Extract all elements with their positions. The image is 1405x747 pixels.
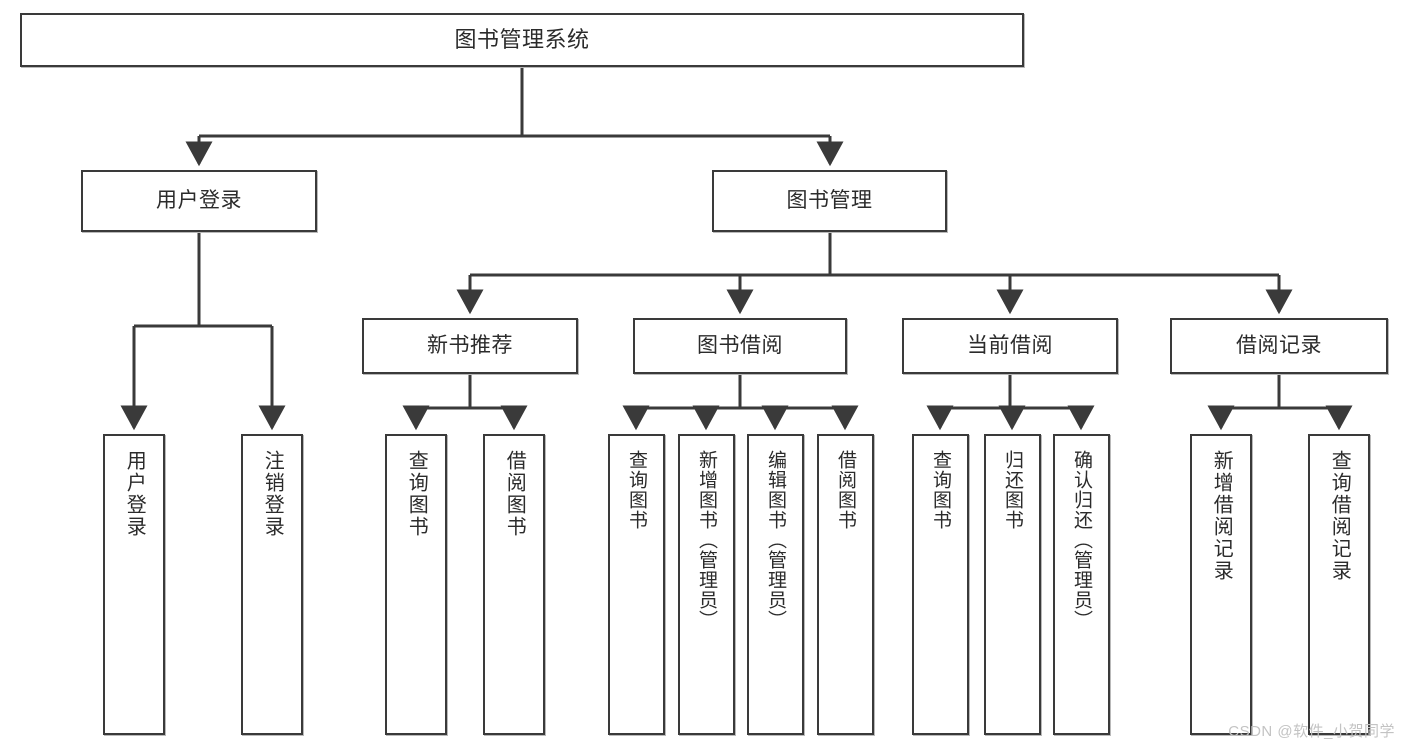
node-label: 借阅记录 <box>1236 333 1322 357</box>
node-label: 当前借阅 <box>967 333 1053 357</box>
node-leaf-edit-book[interactable]: 编辑图书（管理员） <box>747 434 804 735</box>
node-leaf-query-book-current[interactable]: 查询图书 <box>912 434 969 735</box>
node-label: 用户登录 <box>123 450 146 538</box>
node-leaf-query-book-borrow[interactable]: 查询图书 <box>608 434 665 735</box>
node-root[interactable]: 图书管理系统 <box>20 13 1024 67</box>
node-label: 用户登录 <box>156 188 242 212</box>
node-user-login[interactable]: 用户登录 <box>81 170 317 232</box>
node-label: 借阅图书 <box>835 450 857 530</box>
node-leaf-query-book-new[interactable]: 查询图书 <box>385 434 447 735</box>
node-label: 图书管理 <box>786 188 873 212</box>
node-leaf-borrow-book-new[interactable]: 借阅图书 <box>483 434 545 735</box>
node-label: 图书管理系统 <box>454 27 590 53</box>
node-label: 注销登录 <box>261 450 284 538</box>
node-leaf-add-record[interactable]: 新增借阅记录 <box>1190 434 1252 735</box>
node-label: 编辑图书（管理员） <box>765 450 787 630</box>
node-label: 查询图书 <box>930 450 952 530</box>
node-label: 查询图书 <box>626 450 648 530</box>
node-leaf-query-record[interactable]: 查询借阅记录 <box>1308 434 1370 735</box>
node-current-borrow[interactable]: 当前借阅 <box>902 318 1118 374</box>
node-leaf-return-book[interactable]: 归还图书 <box>984 434 1041 735</box>
node-book-borrow[interactable]: 图书借阅 <box>633 318 847 374</box>
node-label: 新增图书（管理员） <box>696 450 718 630</box>
node-label: 新增借阅记录 <box>1210 450 1233 582</box>
node-new-book-recommend[interactable]: 新书推荐 <box>362 318 578 374</box>
node-label: 查询借阅记录 <box>1328 450 1351 582</box>
node-label: 借阅图书 <box>503 450 526 538</box>
node-label: 归还图书 <box>1002 450 1024 530</box>
node-borrow-record[interactable]: 借阅记录 <box>1170 318 1388 374</box>
node-label: 图书借阅 <box>697 333 783 357</box>
node-leaf-confirm-return[interactable]: 确认归还（管理员） <box>1053 434 1110 735</box>
node-label: 新书推荐 <box>427 333 513 357</box>
node-label: 查询图书 <box>405 450 428 538</box>
node-leaf-user-login[interactable]: 用户登录 <box>103 434 165 735</box>
node-label: 确认归还（管理员） <box>1071 450 1093 630</box>
node-leaf-user-logout[interactable]: 注销登录 <box>241 434 303 735</box>
node-book-manage[interactable]: 图书管理 <box>712 170 947 232</box>
node-leaf-borrow-book[interactable]: 借阅图书 <box>817 434 874 735</box>
node-leaf-add-book[interactable]: 新增图书（管理员） <box>678 434 735 735</box>
watermark: CSDN @软件_小贺同学 <box>1228 723 1395 740</box>
